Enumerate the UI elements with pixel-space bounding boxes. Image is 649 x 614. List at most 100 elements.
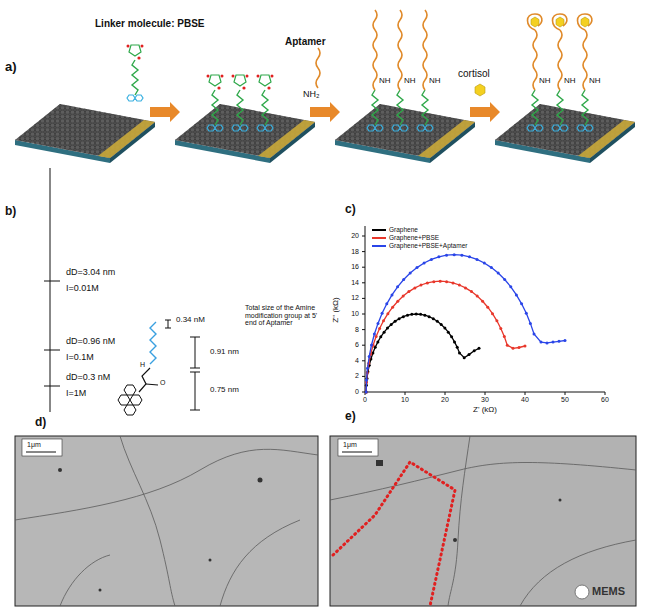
- data-point: [402, 315, 405, 318]
- data-line: [366, 314, 479, 392]
- data-point: [365, 379, 368, 382]
- data-point: [540, 341, 543, 344]
- data-point: [432, 317, 435, 320]
- data-point: [558, 340, 561, 343]
- data-point: [509, 285, 512, 288]
- data-point: [481, 300, 484, 303]
- axis-tick: 40: [521, 396, 529, 404]
- axis-tick: 16: [351, 263, 359, 271]
- panel-letter: c): [345, 203, 356, 216]
- data-point: [495, 319, 498, 322]
- data-point: [436, 320, 439, 323]
- axis-tick: 10: [351, 310, 359, 318]
- debye-length: dD=0.96 nM: [66, 337, 115, 347]
- data-point: [407, 290, 410, 293]
- legend-row: Graphene: [372, 226, 418, 234]
- legend-row: Graphene+PBSE: [372, 234, 439, 242]
- group-label: NH: [404, 77, 416, 86]
- legend-swatch: [372, 245, 386, 247]
- data-point: [416, 266, 419, 269]
- axis-tick: 6: [355, 341, 359, 349]
- data-point: [413, 286, 416, 289]
- data-point: [365, 391, 368, 394]
- data-point: [366, 367, 369, 370]
- data-point: [396, 285, 399, 288]
- data-point: [426, 281, 429, 284]
- data-point: [383, 331, 386, 334]
- ionic-strength: I=0.01M: [66, 284, 99, 294]
- panel-letter: e): [345, 410, 356, 423]
- axis-tick: 12: [351, 294, 359, 302]
- data-point: [503, 335, 506, 338]
- group-label: NH: [589, 77, 601, 86]
- axis-tick: 0: [355, 388, 359, 396]
- axis-tick: 8: [355, 326, 359, 334]
- data-point: [445, 254, 448, 257]
- data-point: [440, 323, 443, 326]
- data-point: [365, 391, 368, 394]
- axis-tick: 0: [363, 396, 367, 404]
- data-point: [406, 314, 409, 317]
- axis-tick: 20: [441, 396, 449, 404]
- data-point: [386, 312, 389, 315]
- axis-tick: 50: [561, 396, 569, 404]
- scale-bar-label: 1μm: [27, 441, 41, 449]
- data-point: [423, 262, 426, 265]
- data-point: [381, 312, 384, 315]
- axis-tick: 30: [481, 396, 489, 404]
- data-point: [443, 327, 446, 330]
- legend-swatch: [372, 229, 386, 231]
- data-point: [515, 293, 518, 296]
- data-point: [453, 340, 456, 343]
- data-point: [476, 295, 479, 298]
- data-point: [546, 341, 549, 344]
- atom-label: H: [140, 361, 145, 369]
- data-point: [453, 253, 456, 256]
- data-point: [464, 286, 467, 289]
- data-point: [490, 266, 493, 269]
- data-point: [382, 319, 385, 322]
- data-point: [483, 262, 486, 265]
- legend-row: Graphene+PBSE+Aptamer: [372, 242, 467, 250]
- axis-title: Z'' (kΩ): [332, 297, 341, 322]
- debye-length: dD=0.3 nM: [66, 373, 110, 383]
- axis-tick: 18: [351, 248, 359, 256]
- data-point: [463, 356, 466, 359]
- ionic-strength: I=0.1M: [66, 353, 94, 363]
- data-point: [390, 323, 393, 326]
- data-point: [423, 314, 426, 317]
- data-point: [398, 317, 401, 320]
- axis-tick: 10: [401, 396, 409, 404]
- data-point: [456, 346, 459, 349]
- panel-letter: b): [5, 205, 16, 218]
- data-point: [428, 315, 431, 318]
- data-point: [486, 306, 489, 309]
- data-point: [375, 335, 378, 338]
- data-point: [468, 353, 471, 356]
- chart-series: [365, 253, 567, 393]
- data-point: [447, 331, 450, 334]
- data-point: [460, 254, 463, 257]
- data-point: [478, 347, 481, 350]
- data-point: [386, 327, 389, 330]
- panel-letter: a): [5, 60, 17, 74]
- data-point: [524, 345, 527, 348]
- data-point: [394, 320, 397, 323]
- data-point: [370, 344, 373, 347]
- data-point: [396, 300, 399, 303]
- data-point: [503, 278, 506, 281]
- data-line: [366, 255, 565, 392]
- note: Total size of the Amine modification gro…: [245, 304, 325, 327]
- debye-length: dD=3.04 nm: [66, 268, 115, 278]
- step-label: Linker molecule: PBSE: [95, 18, 204, 29]
- data-point: [379, 335, 382, 338]
- data-point: [533, 333, 536, 336]
- data-point: [506, 344, 509, 347]
- data-point: [564, 339, 567, 342]
- atom-label: O: [160, 379, 165, 387]
- data-point: [518, 346, 521, 349]
- watermark: MEMS: [592, 585, 625, 597]
- panel-letter: d): [35, 416, 46, 429]
